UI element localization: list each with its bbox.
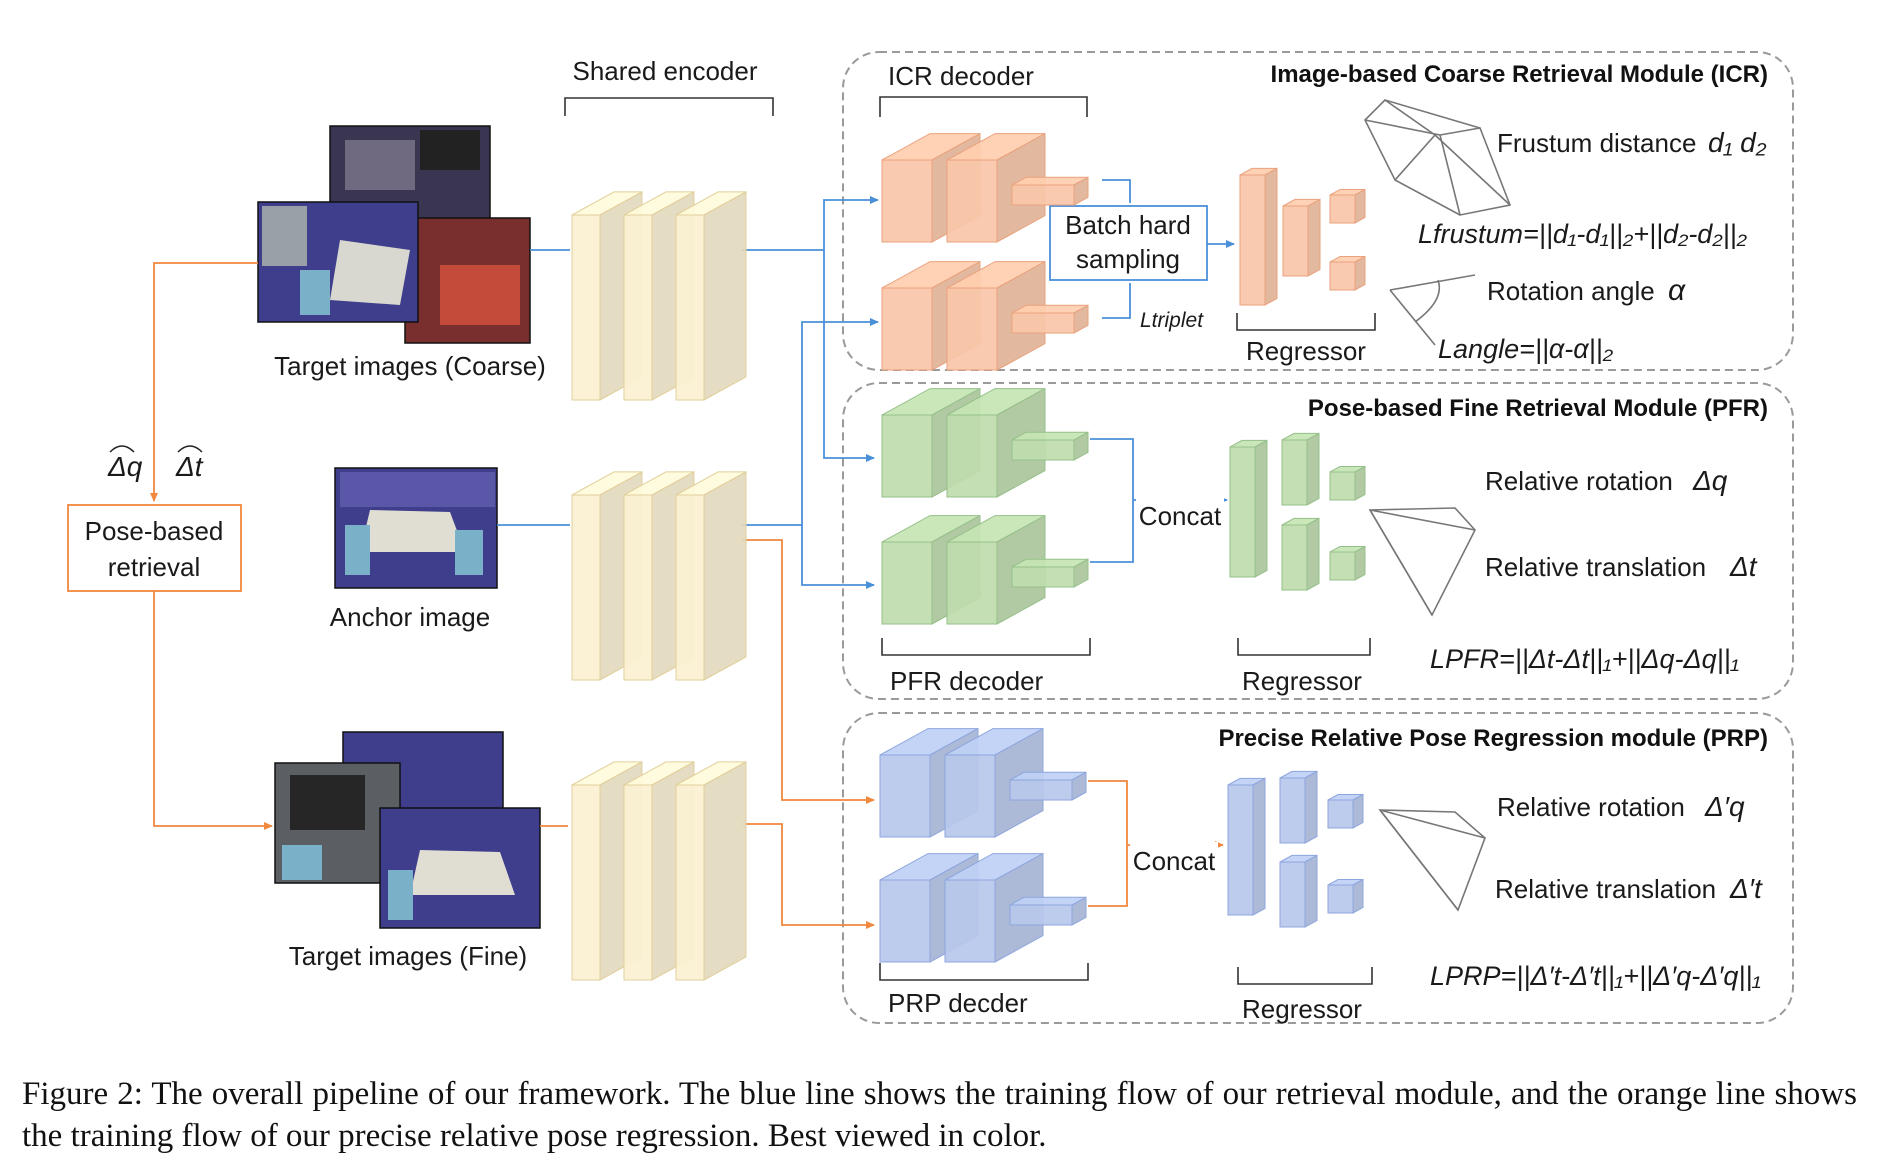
pfr-rotation-var: Δq	[1692, 465, 1728, 496]
pfr-rotation-label: Relative rotation	[1485, 466, 1673, 496]
pfr-regressor-slab-1	[1229, 439, 1268, 578]
input-delta-t: Δt	[175, 451, 204, 482]
prp-concat-lines	[1088, 780, 1128, 907]
fine-target-photos	[274, 731, 541, 929]
rotation-angle-label: Rotation angle	[1487, 276, 1655, 306]
encoder-slab-1-2	[675, 471, 747, 681]
prp-rotation-var: Δ′q	[1704, 791, 1745, 822]
prp-concat-bg	[1130, 842, 1218, 882]
prp-decoder-top-slab-3	[1009, 771, 1087, 801]
anchor-image-label: Anchor image	[330, 602, 490, 632]
pfr-concat-bg	[1136, 496, 1224, 536]
pfr-concat-lines	[1090, 438, 1134, 563]
blue-line-anchor-branch-2	[801, 525, 875, 589]
prp-translation-var: Δ′t	[1729, 873, 1763, 904]
icr-to-batch-lines	[1102, 179, 1131, 319]
pfr-decoder-bottom-slab-3	[1011, 558, 1089, 588]
orange-line-coarse-to-retrieval	[150, 262, 258, 502]
icr-regressor-slab-1	[1239, 167, 1278, 306]
icr-regressor-slab-3	[1329, 188, 1366, 224]
icr-regressor-label: Regressor	[1246, 336, 1366, 366]
coarse-target-photos	[257, 125, 531, 344]
prp-frustum-icon	[1378, 809, 1486, 912]
icr-decoder-bracket	[879, 96, 1088, 117]
pfr-decoder-label: PFR decoder	[890, 666, 1044, 696]
prp-regressor-bracket	[1237, 967, 1373, 985]
prp-decoder-label: PRP decder	[888, 988, 1028, 1018]
prp-rotation-label: Relative rotation	[1497, 792, 1685, 822]
angle-loss: Langle=||α-α||₂	[1438, 334, 1614, 364]
blue-line-anchor-branch	[742, 318, 879, 526]
prp-concat-label: Concat	[1133, 846, 1216, 876]
icr-regressor-slab-2	[1282, 198, 1321, 277]
rotation-angle-var: α	[1668, 274, 1686, 307]
prp-regressor-slab-5	[1327, 878, 1364, 914]
prp-loss: LPRP=||Δ′t-Δ′t||₁+||Δ′q-Δ′q||₁	[1430, 961, 1761, 991]
rotation-angle-icon	[1389, 274, 1476, 346]
pfr-regressor-bracket	[1237, 638, 1371, 656]
pfr-loss: LPFR=||Δt-Δt||₁+||Δq-Δq||₁	[1430, 644, 1739, 674]
icr-title: Image-based Coarse Retrieval Module (ICR…	[1271, 61, 1768, 88]
pfr-title: Pose-based Fine Retrieval Module (PFR)	[1308, 395, 1768, 422]
batch-hard-line1: Batch hard	[1065, 210, 1191, 240]
triplet-loss: Ltriplet	[1140, 309, 1204, 332]
pfr-translation-var: Δt	[1729, 551, 1758, 582]
icr-decoder-bottom-slab-3	[1011, 304, 1089, 334]
prp-decoder-bracket	[879, 963, 1089, 981]
icr-decoder-label: ICR decoder	[888, 61, 1034, 91]
prp-regressor-slab-2	[1279, 770, 1318, 844]
hat-delta-t	[177, 445, 203, 453]
frustum-vars: d₁ d₂	[1708, 127, 1767, 158]
frustum-icon	[1364, 98, 1512, 216]
icr-regressor-slab-4	[1329, 255, 1366, 291]
prp-regressor-label: Regressor	[1242, 994, 1362, 1024]
pose-based-retrieval-box	[67, 504, 242, 592]
icr-regressor-bracket	[1236, 313, 1376, 331]
pfr-concat-label: Concat	[1139, 501, 1222, 531]
frustum-loss: Lfrustum=||d₁-d₁||₂+||d₂-d₂||₂	[1418, 219, 1748, 249]
frustum-distance-label: Frustum distance	[1497, 128, 1696, 158]
pfr-decoder-top-slab-3	[1011, 431, 1089, 461]
icr-module-border	[842, 51, 1794, 371]
shared-encoder-bracket	[564, 97, 774, 116]
batch-hard-line2: sampling	[1076, 244, 1180, 274]
pfr-frustum-icon	[1368, 507, 1476, 617]
icr-decoder-top-slab-3	[1011, 176, 1089, 206]
shared-encoder-label: Shared encoder	[572, 56, 757, 86]
orange-line-retrieval-to-fine	[153, 591, 273, 830]
prp-decoder-bottom-slab-3	[1009, 896, 1087, 926]
pfr-translation-label: Relative translation	[1485, 552, 1706, 582]
pfr-regressor-slab-5	[1329, 545, 1366, 581]
pfr-regressor-slab-4	[1329, 465, 1366, 501]
prp-title: Precise Relative Pose Regression module …	[1218, 725, 1768, 752]
pfr-regressor-slab-2	[1281, 432, 1320, 506]
prp-regressor-slab-3	[1279, 854, 1318, 928]
hat-delta-q	[109, 445, 135, 453]
encoder-slab-0-2	[675, 191, 747, 401]
pfr-regressor-label: Regressor	[1242, 666, 1362, 696]
pose-retrieval-line1: Pose-based	[85, 516, 224, 546]
input-delta-q: Δq	[107, 451, 143, 482]
anchor-photo	[334, 467, 498, 589]
figure-caption: Figure 2: The overall pipeline of our fr…	[22, 1076, 1857, 1154]
network-blocks	[571, 132, 1366, 981]
blue-line-coarse-branch	[742, 196, 879, 251]
prp-module-border	[842, 712, 1794, 1024]
prp-translation-label: Relative translation	[1495, 874, 1716, 904]
prp-regressor-slab-4	[1327, 793, 1364, 829]
blue-line-coarse-branch-2	[823, 250, 875, 462]
pfr-module-border	[842, 382, 1794, 700]
batch-hard-sampling-box	[1049, 205, 1208, 281]
orange-line-fine-to-prp	[742, 823, 875, 929]
pose-retrieval-line2: retrieval	[108, 552, 200, 582]
encoder-slab-2-2	[675, 761, 747, 981]
pfr-regressor-slab-3	[1281, 517, 1320, 591]
pfr-decoder-bracket	[881, 638, 1091, 656]
coarse-targets-label: Target images (Coarse)	[274, 351, 546, 381]
prp-regressor-slab-1	[1227, 777, 1266, 916]
fine-targets-label: Target images (Fine)	[289, 941, 527, 971]
orange-line-anchor-to-prp	[742, 539, 875, 804]
